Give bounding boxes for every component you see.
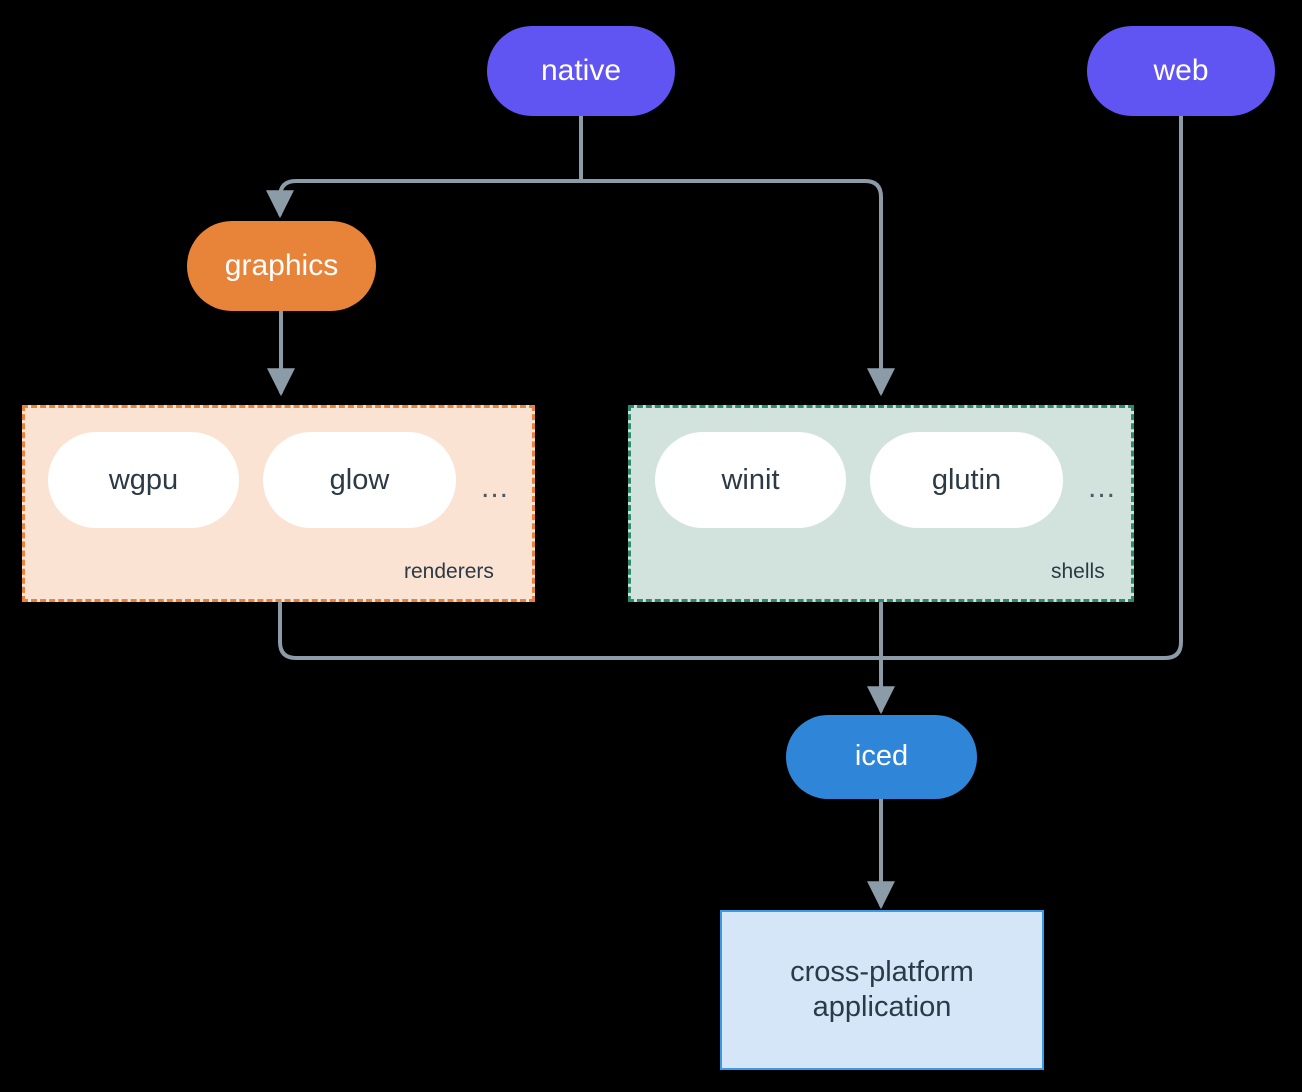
edge-renderers-iced — [278, 601, 883, 660]
leaf-winit[interactable]: winit — [655, 432, 846, 528]
leaf-glutin-label: glutin — [931, 463, 1002, 496]
node-iced[interactable]: iced — [786, 715, 977, 799]
node-native[interactable]: native — [487, 26, 675, 116]
leaf-wgpu-label: wgpu — [108, 463, 179, 496]
leaf-winit-label: winit — [721, 463, 780, 496]
edge-native-graphics — [266, 179, 583, 219]
node-application-label-line2: application — [812, 991, 952, 1023]
node-graphics[interactable]: graphics — [187, 221, 376, 311]
edge-web-iced — [879, 113, 1183, 660]
node-native-label: native — [540, 53, 622, 87]
node-web[interactable]: web — [1087, 26, 1275, 116]
renderers-overflow-ellipsis: ... — [481, 471, 510, 504]
leaf-wgpu[interactable]: wgpu — [48, 432, 239, 528]
node-web-label: web — [1153, 53, 1209, 87]
leaf-glutin[interactable]: glutin — [870, 432, 1063, 528]
node-iced-label: iced — [854, 740, 909, 773]
node-application[interactable]: cross-platform application — [720, 910, 1044, 1070]
node-application-label-line1: cross-platform — [790, 955, 974, 988]
node-graphics-label: graphics — [224, 248, 339, 282]
shells-overflow-ellipsis: ... — [1088, 471, 1117, 504]
group-renderers-label: renderers — [404, 560, 494, 583]
edge-native-shells — [579, 179, 895, 397]
leaf-glow[interactable]: glow — [263, 432, 456, 528]
group-shells-label: shells — [1051, 560, 1105, 583]
leaf-glow-label: glow — [329, 463, 390, 496]
